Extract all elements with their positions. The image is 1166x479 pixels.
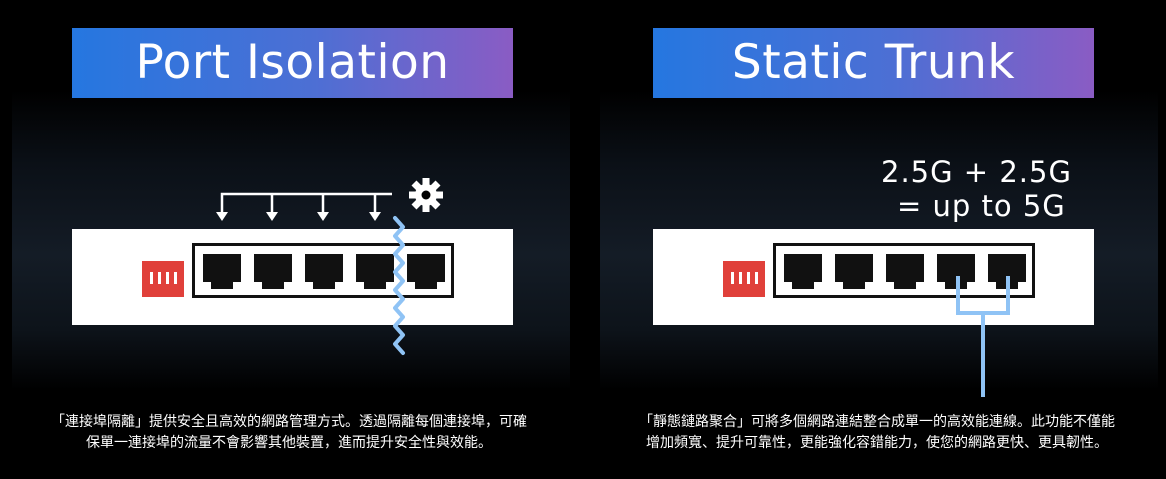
static-trunk-title: Static Trunk	[653, 28, 1094, 98]
trunk-link-icon	[956, 276, 1010, 397]
ethernet-port-icon	[933, 252, 979, 292]
caption-line: 增加頻寬、提升可靠性，更能強化容錯能力，使您的網路更快、更具韌性。	[646, 435, 1108, 451]
ethernet-port-icon	[984, 252, 1030, 292]
dip-switch-icon	[142, 261, 184, 297]
caption-line: 「連接埠隔離」提供安全且高效的網路管理方式。透過隔離每個連接埠，可確	[51, 414, 527, 430]
port-row	[192, 243, 454, 298]
speed-sum-text: 2.5G + 2.5G	[881, 155, 1072, 189]
gear-icon	[409, 178, 443, 212]
ethernet-port-icon	[301, 252, 347, 292]
trunk-diagram	[956, 276, 1010, 397]
port-isolation-description: 「連接埠隔離」提供安全且高效的網路管理方式。透過隔離每個連接埠，可確 保單一連接…	[0, 412, 578, 454]
static-trunk-description: 「靜態鏈路聚合」可將多個網路連結整合成單一的高效能連線。此功能不僅能 增加頻寬、…	[588, 412, 1166, 454]
ethernet-port-icon	[403, 252, 449, 292]
ethernet-port-icon	[780, 252, 826, 292]
down-arrow-icon	[220, 192, 392, 216]
port-row	[773, 243, 1035, 298]
ethernet-port-icon	[882, 252, 928, 292]
port-isolation-panel: Port Isolation	[0, 0, 578, 479]
zigzag-divider-icon	[393, 216, 405, 355]
dip-switch-icon	[723, 261, 765, 297]
ethernet-port-icon	[352, 252, 398, 292]
caption-line: 「靜態鏈路聚合」可將多個網路連結整合成單一的高效能連線。此功能不僅能	[639, 414, 1115, 430]
ethernet-port-icon	[199, 252, 245, 292]
speed-total-text: = up to 5G	[897, 189, 1066, 223]
caption-line: 保單一連接埠的流量不會影響其他裝置，進而提升安全性與效能。	[86, 435, 492, 451]
static-trunk-panel: Static Trunk 2.5G + 2.5G = up to 5G	[588, 0, 1166, 479]
network-switch	[72, 229, 513, 325]
arrow-heads	[216, 212, 381, 221]
network-switch	[653, 229, 1094, 325]
isolation-diagram	[216, 178, 443, 355]
port-isolation-title: Port Isolation	[72, 28, 513, 98]
ethernet-port-icon	[831, 252, 877, 292]
ethernet-port-icon	[250, 252, 296, 292]
